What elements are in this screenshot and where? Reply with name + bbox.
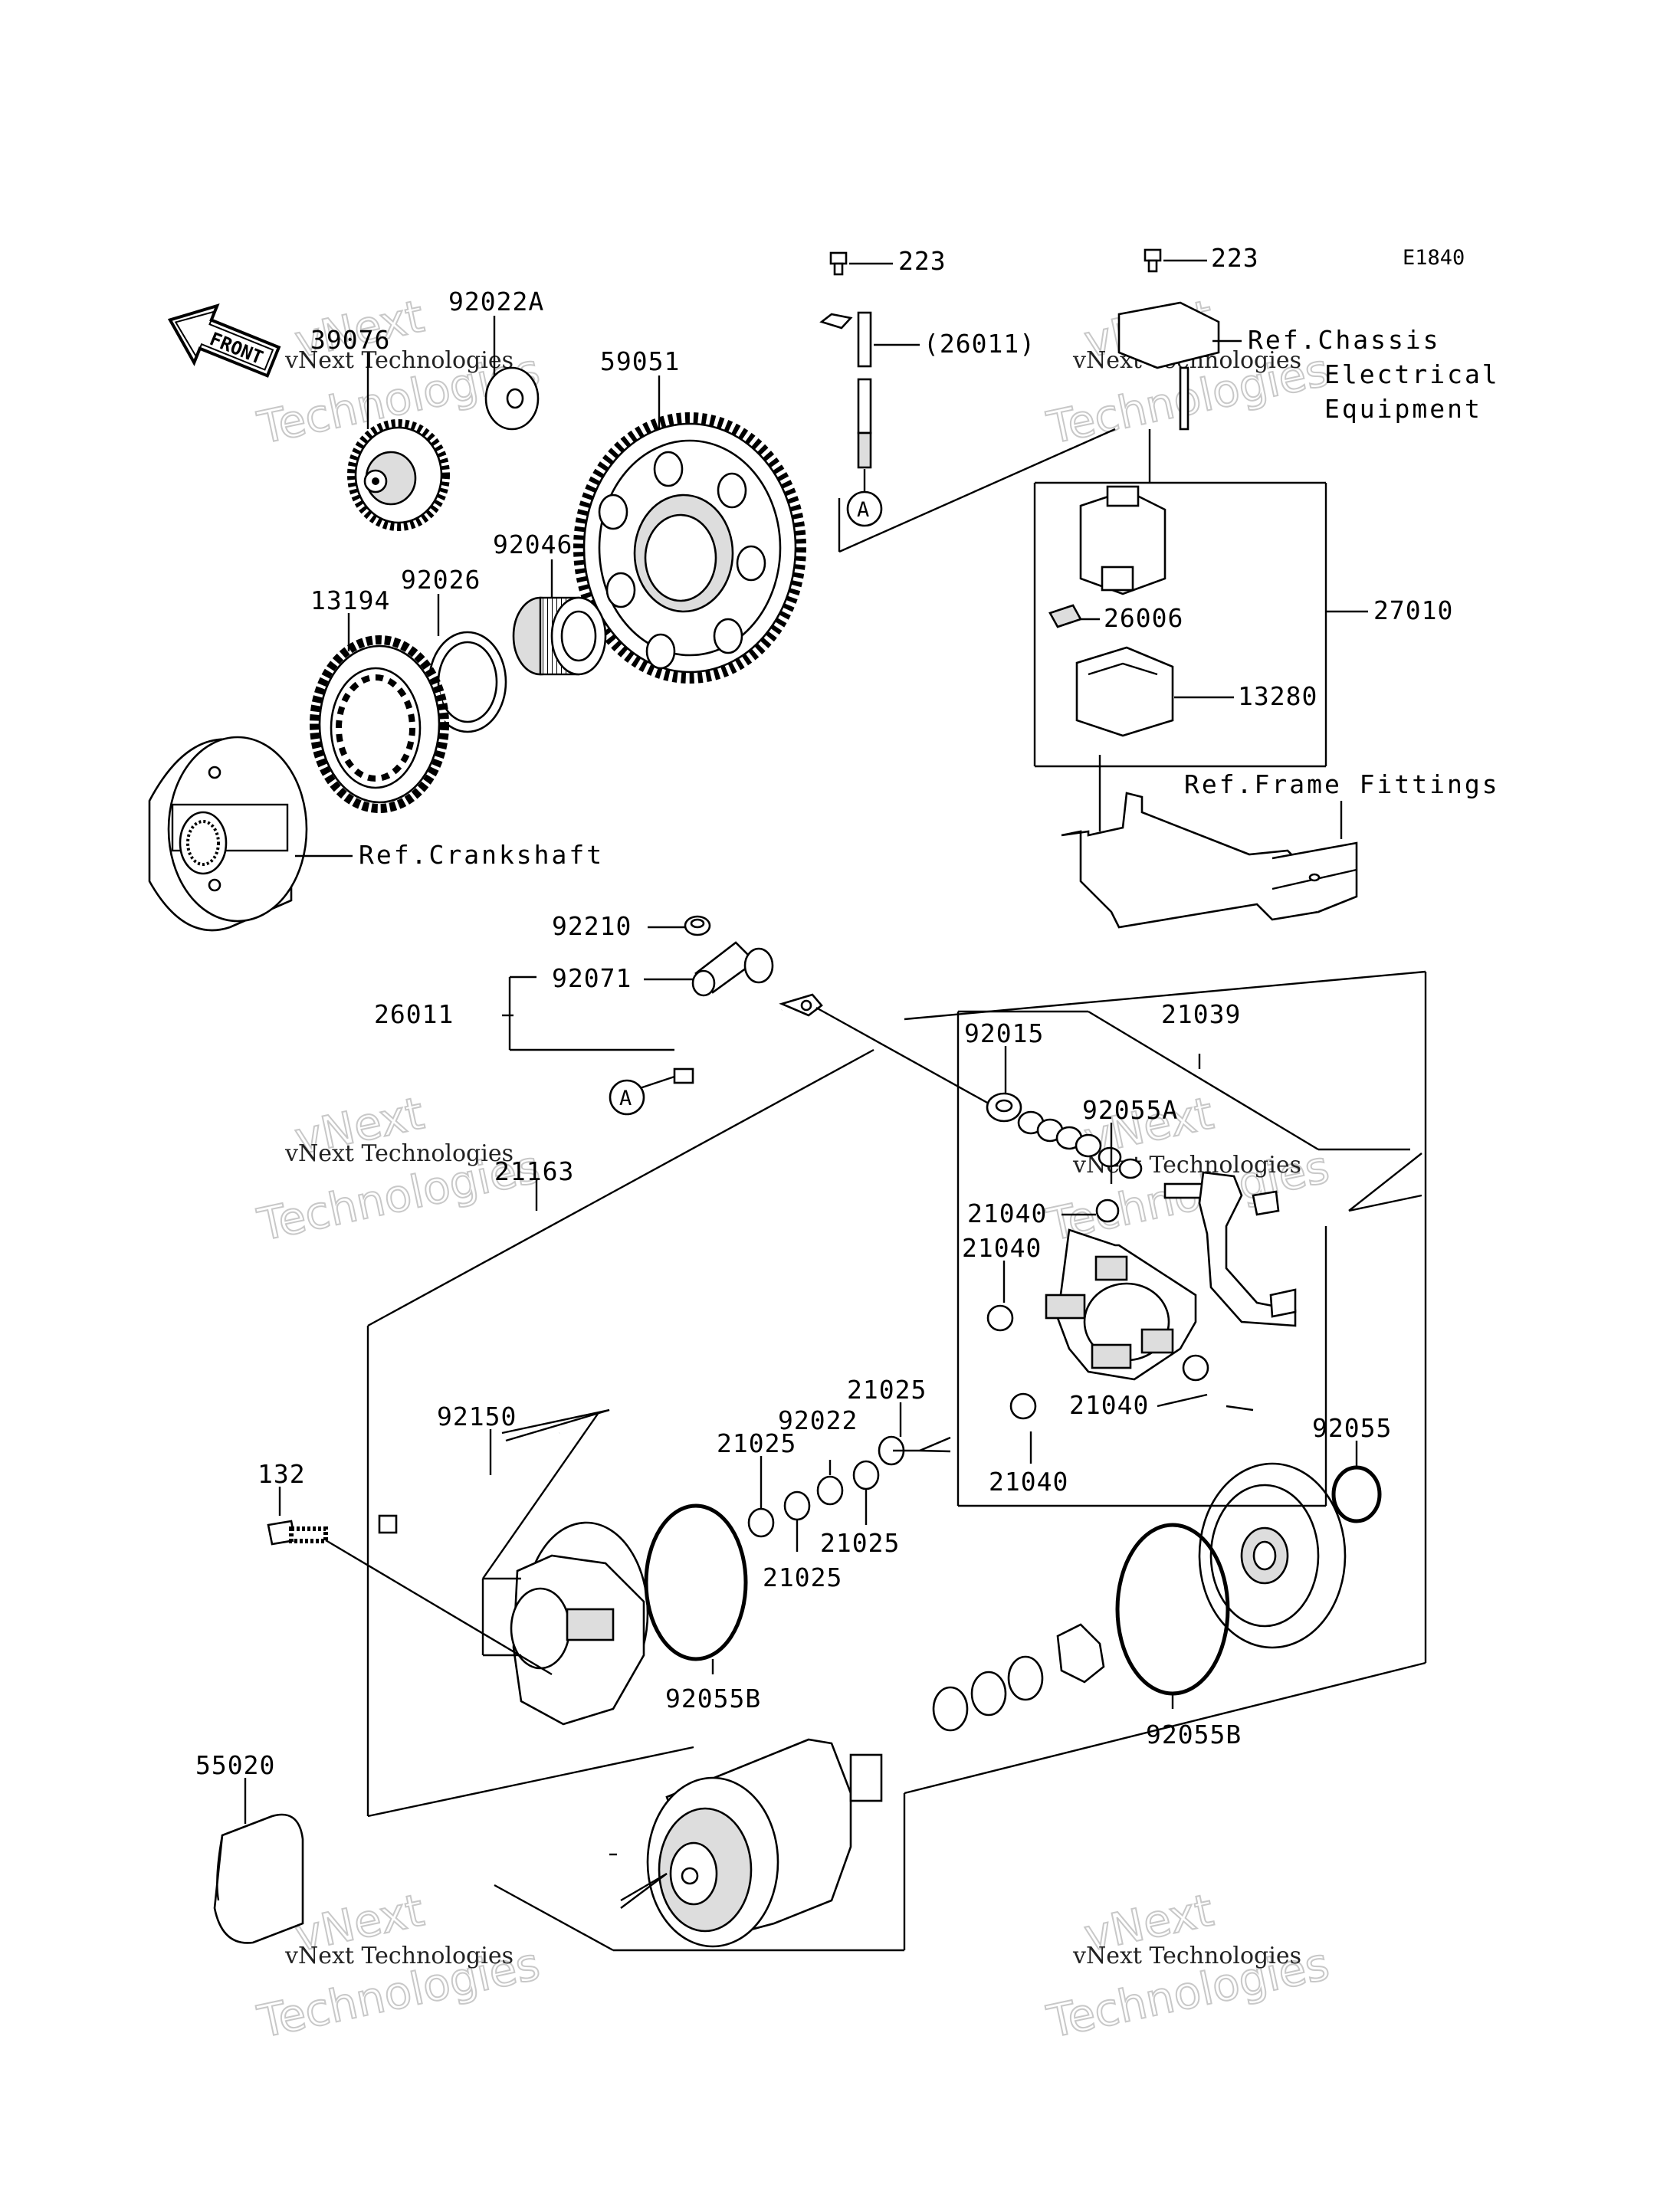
- part-label: 13280: [1238, 681, 1317, 711]
- reference-labels: Ref.Chassis Electrical Equipment Ref.Fra…: [359, 325, 1500, 870]
- yoke-55020: [213, 1813, 304, 1944]
- front-cover: [510, 1521, 649, 1726]
- rear-cover: [1198, 1462, 1347, 1649]
- part-label: 92055B: [1146, 1720, 1242, 1749]
- screw-223-right: [1144, 248, 1162, 273]
- cable-26011: [673, 993, 823, 1084]
- ref-chassis-line2: Electrical: [1324, 359, 1500, 389]
- part-label: 92046: [493, 530, 573, 559]
- starter-gear-59051: [573, 412, 806, 684]
- part-label: 92026: [401, 565, 481, 595]
- part-label: 13194: [310, 585, 390, 615]
- part-label: 92071: [552, 963, 632, 993]
- watermark-text: vNext Technologies: [284, 1140, 514, 1167]
- diagram-code: E1840: [1403, 246, 1465, 270]
- washers-stack: [1017, 1110, 1143, 1179]
- nut-92210: [684, 915, 711, 936]
- watermark-text: vNext Technologies: [284, 347, 514, 374]
- marker-a-label: A: [619, 1087, 632, 1110]
- part-labels: 223 223 (26011) 92022A 39076 59051 92046…: [195, 243, 1453, 1780]
- screw-223-left: [829, 251, 848, 276]
- starter-relay-27010: [1079, 485, 1166, 595]
- bolt-132: [267, 1520, 328, 1546]
- needle-bearing-92046: [512, 596, 607, 676]
- o-ring-92055b-right: [1115, 1523, 1230, 1696]
- leader-lines: [244, 259, 1427, 1952]
- part-label: 59051: [600, 346, 680, 376]
- part-label: 21025: [847, 1375, 927, 1405]
- part-label: 223: [1211, 243, 1259, 273]
- part-label: 26011: [374, 999, 454, 1029]
- armature-washers: [932, 1623, 1105, 1732]
- front-arrow-icon: FRONT: [167, 303, 281, 378]
- ref-chassis-line3: Equipment: [1324, 394, 1482, 424]
- watermark-text: vNext Technologies: [1072, 1943, 1301, 1969]
- fuse-26006: [1048, 604, 1082, 628]
- part-label: 92055A: [1082, 1095, 1178, 1125]
- part-label: 21039: [1161, 999, 1241, 1029]
- part-label: 55020: [195, 1750, 275, 1780]
- armature: [646, 1738, 883, 1948]
- part-label: (26011): [924, 329, 1035, 359]
- part-label: 26006: [1104, 603, 1183, 633]
- part-label: 21040: [1069, 1390, 1149, 1420]
- terminal-bolt: [1163, 1171, 1297, 1327]
- o-ring-92055b-left: [644, 1503, 748, 1661]
- part-label: 21040: [962, 1233, 1042, 1263]
- part-label: 27010: [1373, 595, 1453, 625]
- marker-a-lower: A: [609, 1079, 645, 1116]
- lead-26011-upper: [819, 311, 872, 469]
- part-label: 92210: [552, 911, 632, 941]
- o-ring-92055: [1331, 1465, 1382, 1523]
- part-label: 92022: [778, 1405, 858, 1435]
- part-label: 92055B: [665, 1684, 761, 1713]
- relay-cover: [1117, 301, 1220, 431]
- part-label: 132: [258, 1459, 306, 1489]
- part-label: 39076: [310, 325, 390, 355]
- part-label: 92015: [964, 1018, 1044, 1048]
- part-label: 21025: [820, 1528, 900, 1558]
- idler-gear-39076: [347, 419, 450, 531]
- part-label: 223: [898, 246, 947, 276]
- ref-crankshaft: Ref.Crankshaft: [359, 840, 604, 870]
- through-bolt-92150: [378, 1430, 561, 1534]
- cap-92071: [691, 941, 774, 997]
- ref-chassis-line1: Ref.Chassis: [1248, 325, 1441, 355]
- part-label: 92150: [437, 1402, 517, 1431]
- part-label: 21025: [763, 1562, 842, 1592]
- nut-92015: [986, 1092, 1022, 1123]
- part-label: 21163: [494, 1156, 574, 1186]
- crankshaft-rotor: [148, 736, 308, 932]
- part-label: 21040: [967, 1199, 1047, 1228]
- brush-holder-21039: [1045, 1228, 1197, 1381]
- frame-fittings-tray: [1061, 792, 1358, 929]
- part-label: 21025: [717, 1428, 796, 1458]
- part-label: 92055: [1312, 1413, 1392, 1443]
- part-label: 92022A: [448, 287, 544, 316]
- ref-frame-fittings: Ref.Frame Fittings: [1184, 769, 1500, 799]
- marker-a-upper: A: [846, 490, 883, 527]
- washer-92022a: [484, 366, 540, 431]
- marker-a-label: A: [857, 498, 869, 522]
- springs-21040: [986, 1199, 1209, 1420]
- relay-holder-13280: [1075, 646, 1174, 737]
- part-label: 21040: [989, 1467, 1068, 1497]
- watermark-text: vNext Technologies: [284, 1943, 514, 1969]
- one-way-clutch-13194: [310, 635, 449, 813]
